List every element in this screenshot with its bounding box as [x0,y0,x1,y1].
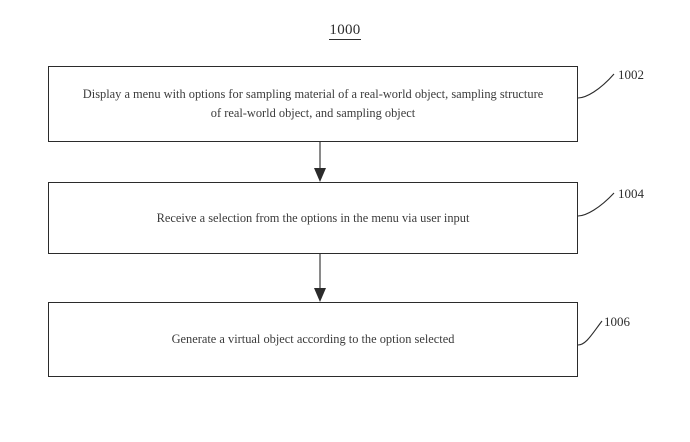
arrow-1002-to-1004-icon [314,142,326,182]
figure-number-text: 1000 [329,22,361,40]
flowchart-step-text-1004: Receive a selection from the options in … [156,210,470,225]
reference-numeral-1004: 1004 [618,186,644,201]
arrow-1004-to-1006-icon [314,254,326,302]
flowchart-step-box-1002: Display a menu with options for sampling… [48,66,578,142]
reference-numeral-1006: 1006 [604,314,630,329]
leader-line-1004 [577,192,615,217]
flowchart-step-text-1006: Generate a virtual object according to t… [171,332,455,346]
leader-line-1006 [577,320,603,346]
reference-numeral-1002: 1002 [618,67,644,82]
leader-line-1002 [577,73,615,99]
flowchart-step-box-1004: Receive a selection from the options in … [48,182,578,254]
figure-number-title: 1000 [0,21,690,40]
flowchart-step-text-1002: Display a menu with options for sampling… [82,87,544,120]
flowchart-step-box-1006: Generate a virtual object according to t… [48,302,578,377]
